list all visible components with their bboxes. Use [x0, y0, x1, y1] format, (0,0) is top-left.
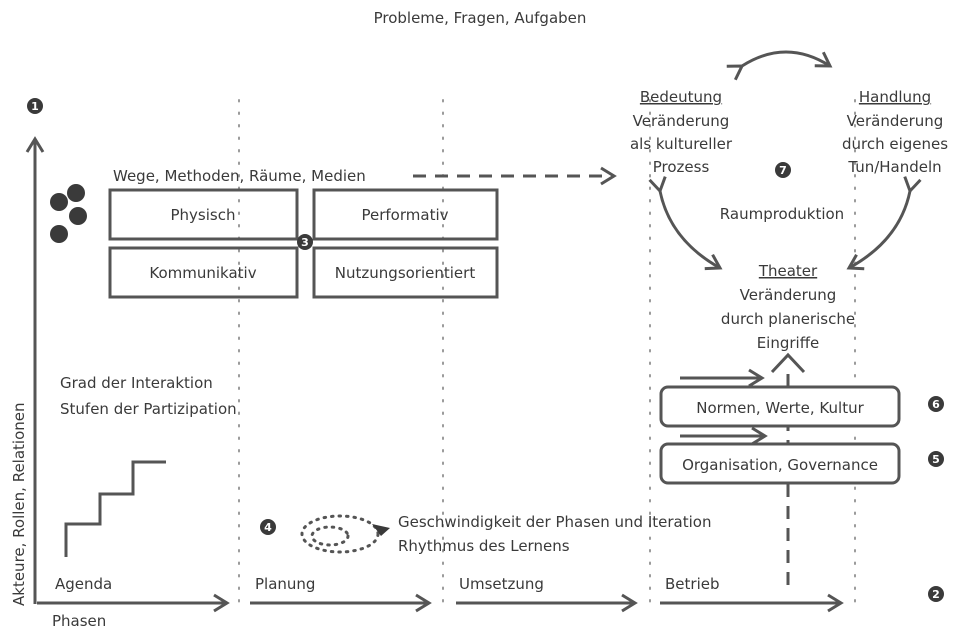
method-box-physisch: Physisch — [108, 188, 299, 241]
svg-text:Organisation, Governance: Organisation, Governance — [682, 456, 878, 474]
method-box-nutzungsorientiert: Nutzungsorientiert — [312, 246, 499, 299]
handlung-title: Handlung — [859, 88, 931, 106]
phase-betrieb: Betrieb — [665, 575, 720, 593]
svg-text:Prozess: Prozess — [653, 158, 710, 176]
svg-text:4: 4 — [264, 521, 272, 534]
svg-text:Tun/Handeln: Tun/Handeln — [847, 158, 941, 176]
svg-text:Normen, Werte, Kultur: Normen, Werte, Kultur — [696, 399, 864, 417]
arrow-handlung-theater — [846, 176, 922, 271]
speed-line-2: Rhythmus des Lernens — [398, 537, 570, 555]
svg-text:5: 5 — [932, 453, 940, 466]
phase-planung: Planung — [255, 575, 315, 593]
svg-text:durch eigenes: durch eigenes — [842, 135, 948, 153]
methods-title: Wege, Methoden, Räume, Medien — [113, 167, 366, 185]
svg-text:durch planerische: durch planerische — [721, 310, 855, 328]
method-box-performativ: Performativ — [312, 188, 499, 241]
stairs-icon — [64, 460, 166, 557]
interaction-line-1: Grad der Interaktion — [60, 374, 213, 392]
svg-text:7: 7 — [779, 164, 787, 177]
svg-text:Kommunikativ: Kommunikativ — [149, 264, 256, 282]
arrow-bedeutung-handlung — [726, 50, 833, 81]
bedeutung-block: Bedeutung Veränderung als kultureller Pr… — [630, 88, 733, 176]
phase-agenda: Agenda — [55, 575, 112, 593]
layer-box-organisation: Organisation, Governance — [659, 442, 901, 485]
marker-5: 5 — [928, 451, 944, 467]
marker-3: 3 — [297, 234, 313, 250]
raumproduktion-label: Raumproduktion — [720, 205, 844, 223]
method-box-kommunikativ: Kommunikativ — [108, 246, 299, 299]
phase-umsetzung: Umsetzung — [459, 575, 544, 593]
svg-text:1: 1 — [31, 100, 39, 113]
svg-text:Veränderung: Veränderung — [847, 112, 944, 130]
svg-text:Nutzungsorientiert: Nutzungsorientiert — [335, 264, 476, 282]
phase-guides — [238, 99, 856, 613]
svg-text:als kultureller: als kultureller — [630, 135, 733, 153]
marker-7: 7 — [775, 162, 791, 178]
arrow-bedeutung-theater — [648, 176, 723, 271]
top-title: Probleme, Fragen, Aufgaben — [374, 9, 587, 27]
svg-text:2: 2 — [932, 588, 940, 601]
theater-block: Theater Veränderung durch planerische Ei… — [721, 262, 855, 352]
marker-6: 6 — [928, 396, 944, 412]
group-dots-icon — [50, 184, 87, 243]
y-axis-label: Akteure, Rollen, Relationen — [10, 402, 28, 606]
upward-chevron — [770, 352, 806, 374]
svg-text:Eingriffe: Eingriffe — [757, 334, 820, 352]
svg-text:3: 3 — [301, 236, 309, 249]
speed-line-1: Geschwindigkeit der Phasen und Iteration — [398, 513, 711, 531]
svg-text:Physisch: Physisch — [171, 206, 236, 224]
marker-1: 1 — [27, 98, 43, 114]
svg-text:Veränderung: Veränderung — [633, 112, 730, 130]
marker-2: 2 — [928, 586, 944, 602]
iteration-cycle-icon — [300, 514, 390, 554]
theater-title: Theater — [758, 262, 818, 280]
svg-text:6: 6 — [932, 398, 940, 411]
svg-text:Veränderung: Veränderung — [740, 286, 837, 304]
handlung-block: Handlung Veränderung durch eigenes Tun/H… — [842, 88, 948, 176]
bedeutung-title: Bedeutung — [640, 88, 722, 106]
phases-label: Phasen — [52, 612, 106, 630]
marker-4: 4 — [260, 519, 276, 535]
svg-text:Performativ: Performativ — [362, 206, 449, 224]
layer-box-normen: Normen, Werte, Kultur — [659, 385, 901, 428]
interaction-line-2: Stufen der Partizipation — [60, 400, 237, 418]
